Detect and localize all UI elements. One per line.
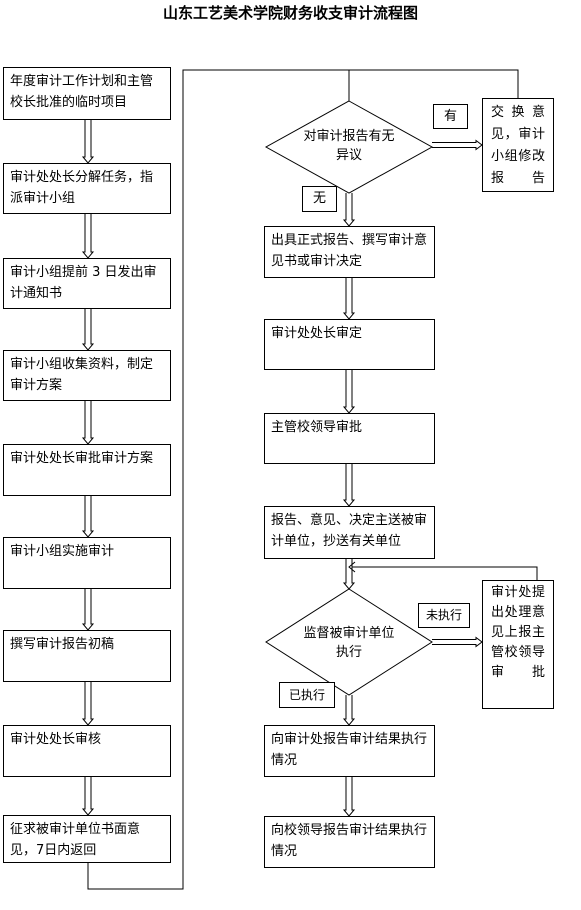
decision1-text: 对审计报告有无异议: [303, 129, 395, 163]
decision1-no-label: 无: [302, 186, 337, 212]
right-arrow-3: [342, 464, 356, 507]
loop-connector: [87, 69, 519, 890]
left-step-6: 审计小组实施审计: [3, 537, 171, 589]
left-arrow-1: [81, 120, 95, 164]
feedback-connector: [349, 566, 538, 580]
decision1-diamond: [264, 100, 434, 194]
decision1-no-arrow: [342, 193, 356, 227]
left-arrow-6: [81, 589, 95, 631]
arrow-group: [81, 120, 483, 817]
left-arrow-8: [81, 777, 95, 816]
final-step-2: 向校领导报告审计结果执行情况: [264, 816, 435, 868]
left-arrow-2: [81, 214, 95, 259]
decision2-not-arrow: [432, 636, 483, 648]
right-step-4: 报告、意见、决定主送被审计单位，抄送有关单位: [264, 506, 435, 559]
left-step-8: 审计处处长审核: [3, 725, 171, 777]
left-step-3: 审计小组提前 3 日发出审计通知书: [3, 258, 171, 309]
right-step-2: 审计处处长审定: [264, 319, 435, 370]
diagram-title: 山东工艺美术学院财务收支审计流程图: [162, 4, 418, 22]
right-step-3: 主管校领导审批: [264, 413, 435, 464]
left-step-4: 审计小组收集资料，制定审计方案: [3, 350, 171, 401]
left-arrow-3: [81, 309, 95, 351]
decision2-not-executed-label: 未执行: [418, 603, 470, 628]
left-step-7: 撰写审计报告初稿: [3, 630, 171, 682]
decision2-done-arrow: [342, 695, 356, 726]
right-arrow-1: [342, 278, 356, 320]
feedback-arrowhead: [348, 561, 356, 573]
left-arrow-5: [81, 496, 95, 538]
left-step-2: 审计处处长分解任务，指派审计小组: [3, 163, 171, 214]
left-step-5: 审计处处长审批审计方案: [3, 444, 171, 496]
decision1-side-box: 交换意见，审计小组修改报告: [482, 98, 554, 192]
final-step-1: 向审计处报告审计结果执行情况: [264, 725, 435, 777]
decision1-yes-label: 有: [433, 104, 468, 129]
final-arrow: [342, 777, 356, 817]
decision2-executed-label: 已执行: [279, 682, 335, 708]
left-arrow-4: [81, 401, 95, 445]
decision2-side-box: 审计处提出处理意见上报主管校领导审批: [482, 580, 554, 709]
right-step-1: 出具正式报告、撰写审计意见书或审计决定: [264, 226, 435, 278]
decision1-yes-arrow: [432, 139, 483, 151]
decision2-diamond: [265, 588, 433, 696]
left-step-9: 征求被审计单位书面意见，7日内返回: [3, 815, 171, 863]
decision2-text: 监督被审计单位执行: [303, 626, 395, 660]
right-arrow-2: [342, 370, 356, 414]
left-arrow-7: [81, 682, 95, 726]
left-step-1: 年度审计工作计划和主管校长批准的临时项目: [3, 67, 171, 120]
